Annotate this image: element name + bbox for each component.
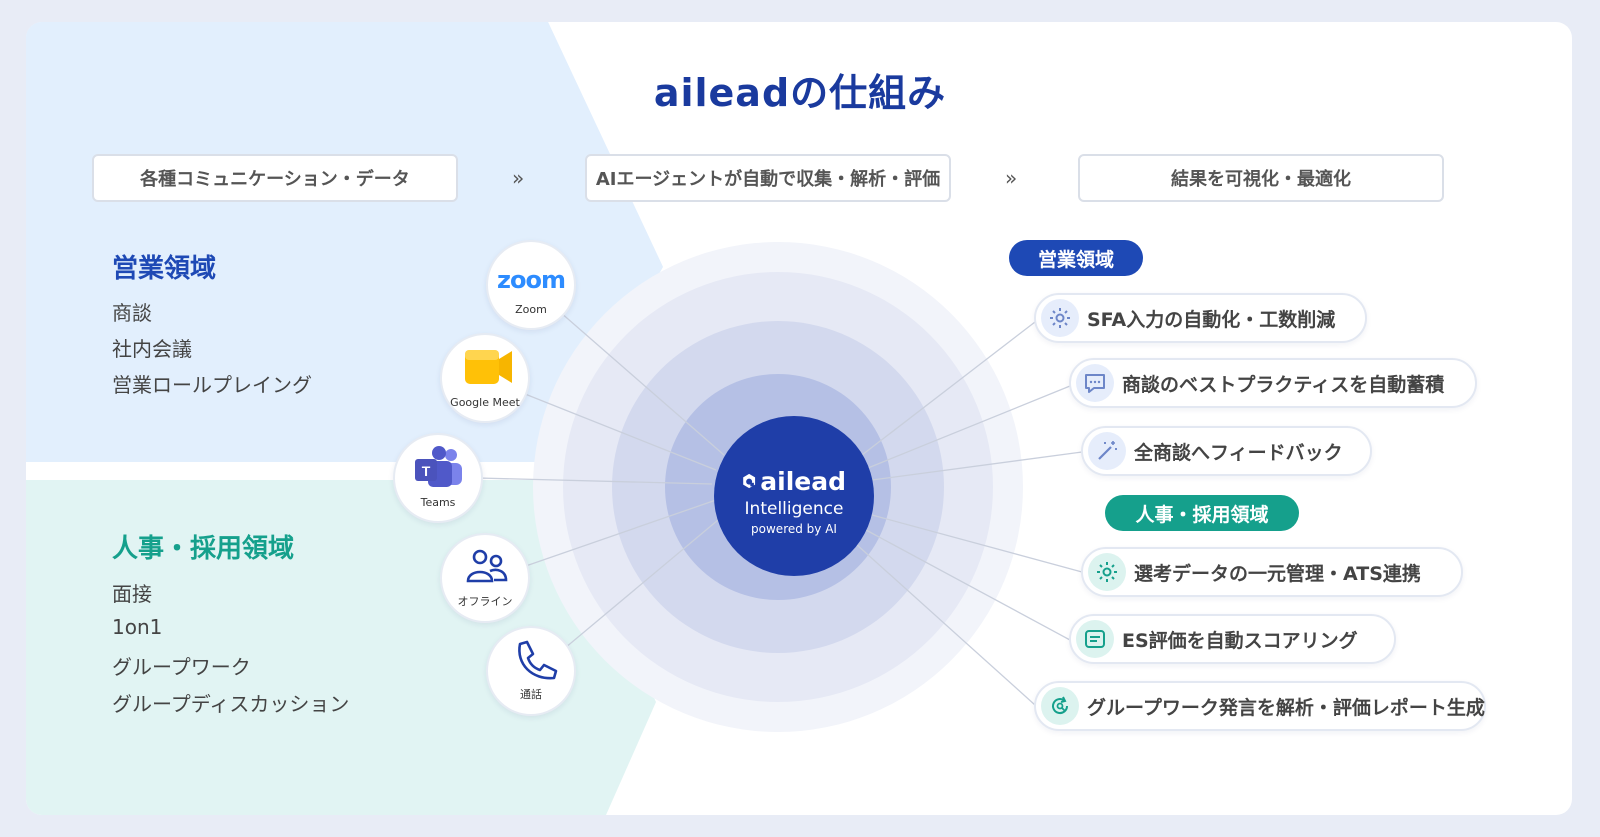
- sales-area-title: 営業領域: [112, 254, 217, 284]
- svg-text:T: T: [422, 463, 431, 479]
- ailead-logo-icon: [743, 473, 756, 489]
- refresh-search-icon: [1041, 687, 1079, 725]
- document-icon: [1076, 620, 1114, 658]
- chevron-icon: »: [512, 166, 525, 190]
- gear-icon: [1041, 299, 1079, 337]
- google-meet-tool: Google Meet: [440, 333, 530, 423]
- sales-item: 営業ロールプレイング: [112, 373, 312, 397]
- result-text: 商談のベストプラクティスを自動蓄積: [1122, 373, 1445, 396]
- hr-item: 1on1: [112, 615, 163, 639]
- result-es-scoring: ES評価を自動スコアリング: [1069, 614, 1396, 664]
- result-text: 全商談へフィードバック: [1134, 441, 1343, 464]
- chat-icon: [1076, 364, 1114, 402]
- result-text: 選考データの一元管理・ATS連携: [1134, 562, 1421, 585]
- tool-label: Teams: [420, 496, 456, 509]
- result-feedback: 全商談へフィードバック: [1081, 426, 1372, 476]
- tool-label: Zoom: [515, 303, 547, 316]
- step-communication-data: 各種コミュニケーション・データ: [92, 154, 458, 202]
- hr-item: グループディスカッション: [112, 692, 350, 716]
- teams-tool: T Teams: [393, 433, 483, 523]
- chevron-icon: »: [1005, 166, 1018, 190]
- result-text: ES評価を自動スコアリング: [1122, 629, 1358, 652]
- people-icon: [466, 549, 508, 583]
- tool-label: 通話: [520, 688, 542, 701]
- teams-icon: T: [415, 446, 462, 487]
- step-visualize-optimize: 結果を可視化・最適化: [1078, 154, 1444, 202]
- hr-area-title: 人事・採用領域: [112, 534, 295, 564]
- sales-item: 社内会議: [112, 337, 192, 361]
- hr-item: 面接: [112, 582, 152, 606]
- magic-wand-icon: [1088, 432, 1126, 470]
- zoom-tool: zoom Zoom: [486, 240, 576, 330]
- step-ai-agent: AIエージェントが自動で収集・解析・評価: [585, 154, 951, 202]
- result-report-generation: グループワーク発言を解析・評価レポート生成: [1034, 681, 1486, 731]
- result-text: グループワーク発言を解析・評価レポート生成: [1087, 696, 1485, 719]
- core-line2: powered by AI: [751, 522, 837, 536]
- tool-label: オフライン: [457, 595, 513, 608]
- google-meet-icon: [465, 350, 512, 384]
- hr-tag: 人事・採用領域: [1105, 495, 1299, 531]
- result-ats-integration: 選考データの一元管理・ATS連携: [1081, 547, 1463, 597]
- phone-icon: [518, 640, 558, 680]
- call-tool: 通話: [486, 626, 576, 716]
- gear-icon: [1088, 553, 1126, 591]
- result-text: SFA入力の自動化・工数削減: [1087, 308, 1336, 331]
- sales-item: 商談: [112, 301, 152, 325]
- sales-tag: 営業領域: [1009, 240, 1143, 276]
- core-line1: Intelligence: [744, 499, 844, 519]
- offline-tool: オフライン: [440, 533, 530, 623]
- ailead-brand: ailead: [760, 466, 846, 496]
- page-title: aileadの仕組み: [653, 71, 947, 115]
- result-sfa-automation: SFA入力の自動化・工数削減: [1034, 293, 1367, 343]
- zoom-logo: zoom: [497, 266, 566, 294]
- tool-label: Google Meet: [450, 396, 520, 409]
- result-best-practice: 商談のベストプラクティスを自動蓄積: [1069, 358, 1477, 408]
- ailead-core: ailead Intelligence powered by AI: [714, 416, 874, 576]
- hr-item: グループワーク: [112, 655, 251, 679]
